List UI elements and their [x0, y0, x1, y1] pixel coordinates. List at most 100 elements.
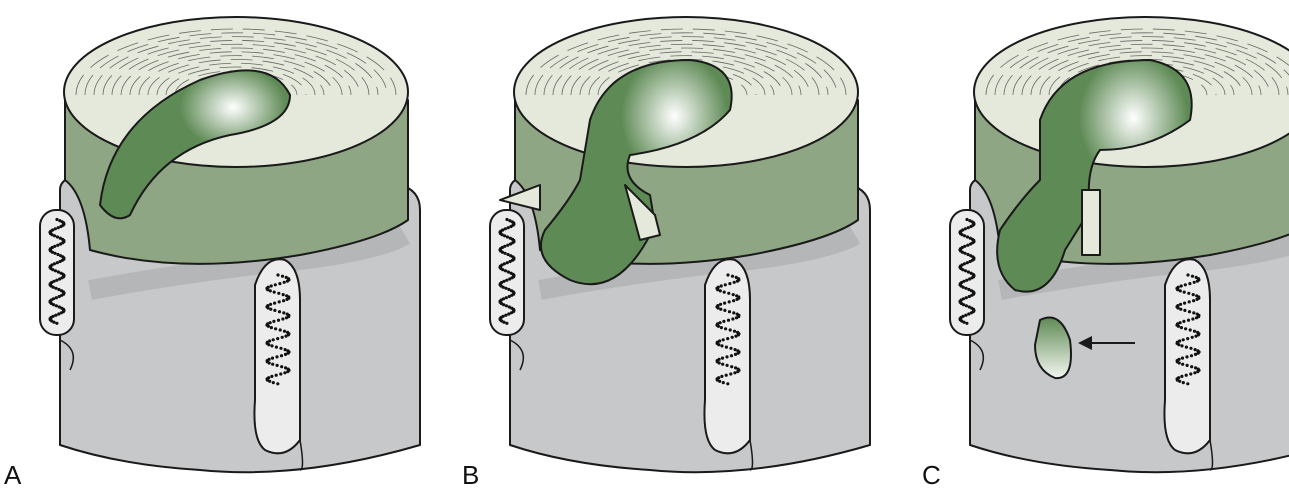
- bone-dot: [500, 250, 504, 254]
- bone-dot: [506, 270, 510, 274]
- bone-dot: [729, 372, 733, 376]
- bone-dot: [1190, 335, 1194, 339]
- bone-dot: [270, 374, 274, 378]
- bone-dot: [505, 321, 509, 325]
- bone-dot: [733, 352, 738, 356]
- bone-dot: [963, 234, 967, 238]
- bone-dot: [724, 327, 728, 331]
- bone-dot: [53, 269, 58, 273]
- torn-annulus: [499, 184, 541, 211]
- bone-dot: [510, 293, 514, 297]
- bone-dot: [503, 227, 507, 231]
- bone-dot: [281, 293, 285, 297]
- bone-dot: [501, 268, 505, 272]
- bone-dot: [1178, 321, 1182, 325]
- bone-dot: [967, 294, 971, 299]
- bone-dot: [1184, 373, 1188, 377]
- bone-dot: [966, 243, 970, 247]
- bone-dot: [970, 276, 974, 280]
- lamella-line: [588, 55, 784, 96]
- bone-dot: [54, 296, 58, 300]
- bone-dot: [1177, 343, 1181, 347]
- bone-dot: [735, 297, 739, 301]
- panel-label-c: C: [922, 460, 941, 490]
- bone-dot: [1189, 354, 1194, 358]
- bone-dot: [1190, 274, 1195, 278]
- bone-dot: [508, 259, 512, 264]
- bone-dot: [963, 227, 967, 231]
- bone-dot: [502, 262, 506, 266]
- bone-dot: [1178, 379, 1182, 383]
- bone-dot: [268, 289, 272, 293]
- bone-dot: [1183, 283, 1187, 287]
- bone-dot: [278, 328, 282, 332]
- bone-dot: [505, 278, 509, 282]
- bone-dot: [509, 224, 513, 229]
- panel-c: [949, 16, 1289, 474]
- bone-dot: [1186, 318, 1191, 322]
- bone-dot: [967, 305, 971, 309]
- bone-dot: [1195, 297, 1199, 301]
- bone-dot: [1192, 299, 1196, 303]
- bone-dot: [1180, 356, 1185, 360]
- bone-dot: [1193, 371, 1197, 375]
- bone-dot: [1179, 326, 1183, 330]
- bone-dot: [726, 318, 731, 322]
- bone-dot: [59, 224, 63, 229]
- bone-dot: [1196, 370, 1200, 374]
- bone-dot: [724, 373, 728, 377]
- bone-dot: [721, 381, 725, 385]
- bone-dot: [268, 379, 272, 383]
- bone-dot: [731, 293, 735, 297]
- bone-dot: [50, 233, 54, 237]
- bone-dot: [283, 348, 287, 352]
- bone-dot: [274, 373, 278, 377]
- lamella-line: [1030, 47, 1262, 96]
- bone-dot: [55, 217, 59, 222]
- bone-dot: [273, 283, 277, 287]
- bone-dot: [501, 285, 505, 289]
- bone-dot: [729, 346, 733, 350]
- bone-dot: [58, 259, 62, 264]
- bone-dot: [1179, 307, 1183, 311]
- lamella-line: [75, 28, 397, 96]
- bone-dot: [962, 262, 966, 266]
- bone-dot: [276, 382, 280, 386]
- bone-dot: [56, 243, 60, 247]
- bone-dot: [1180, 344, 1184, 348]
- bone-dot: [50, 250, 55, 254]
- lamella-line: [1012, 40, 1280, 96]
- bone-dot: [727, 300, 731, 304]
- bone-dot: [960, 250, 964, 254]
- bone-dot: [1192, 311, 1196, 315]
- bone-dot: [1181, 381, 1185, 385]
- bone-dot: [269, 307, 273, 311]
- bone-dot: [728, 282, 732, 286]
- nucleus-pulposus: [99, 69, 291, 220]
- bone-dot: [506, 226, 510, 230]
- bone-dot: [57, 312, 61, 316]
- bone-dot: [723, 308, 727, 312]
- bone-dot: [967, 287, 971, 292]
- bone-dot: [1188, 282, 1192, 286]
- bone-dot: [730, 365, 734, 369]
- bone-dot: [272, 290, 276, 294]
- bone-dot: [1184, 345, 1188, 349]
- bone-dot: [1193, 348, 1197, 352]
- bone-dot: [281, 317, 285, 321]
- bone-dot: [283, 352, 288, 356]
- bone-dot: [284, 334, 288, 338]
- bone-dot: [503, 251, 507, 255]
- bone-dot: [736, 333, 740, 337]
- bone-dot: [727, 310, 732, 314]
- bone-dot: [284, 316, 289, 320]
- bone-dot: [1191, 317, 1195, 321]
- lamella-line: [120, 47, 352, 96]
- lamella-line: [1021, 43, 1271, 96]
- bone-dot: [53, 227, 57, 231]
- panel-label-a: A: [4, 460, 22, 490]
- bone-dot: [734, 366, 738, 370]
- panel-label-b: B: [462, 460, 480, 490]
- bone-dot: [1195, 279, 1199, 283]
